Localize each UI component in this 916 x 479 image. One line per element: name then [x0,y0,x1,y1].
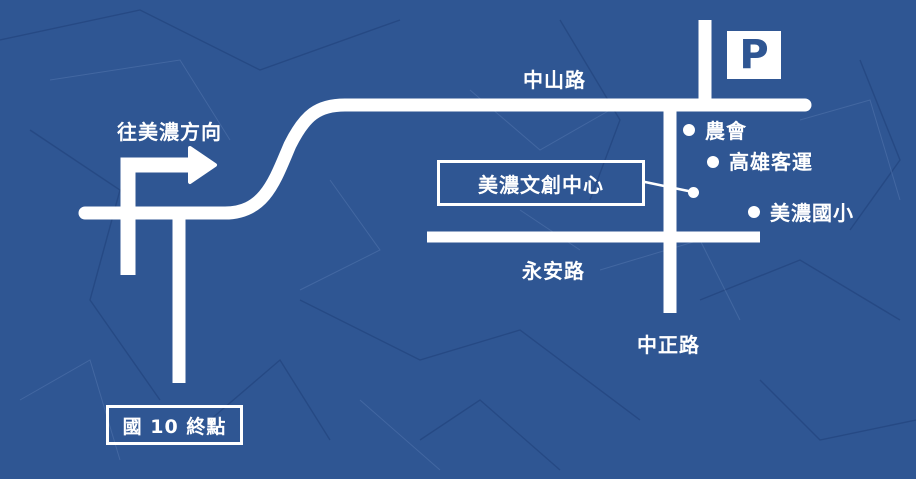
landmark-label-elementary-school: 美濃國小 [770,201,854,225]
landmark-label-farmers-association: 農會 [705,119,747,143]
direction-label: 往美濃方向 [117,120,222,144]
destination-box: 美濃文創中心 [437,160,645,206]
landmark-label-bus-station: 高雄客運 [729,150,813,174]
road-label-zhongzheng: 中正路 [637,333,700,357]
road-label-zhongshan: 中山路 [523,68,586,92]
origin-label: 國 10 終點 [122,415,227,438]
landmark-marker-farmers-association [683,124,695,136]
landmark-marker-bus-station [707,156,719,168]
origin-box: 國 10 終點 [106,405,243,445]
destination-label: 美濃文創中心 [478,172,604,197]
destination-marker [688,187,699,198]
zhongshan-road [78,98,812,220]
parking-sign-icon: P [727,31,781,79]
landmark-marker-elementary-school [748,206,760,218]
road-label-yongan: 永安路 [522,259,585,283]
destination-pointer-line [643,180,695,194]
turn-right-arrow-icon [120,146,217,275]
